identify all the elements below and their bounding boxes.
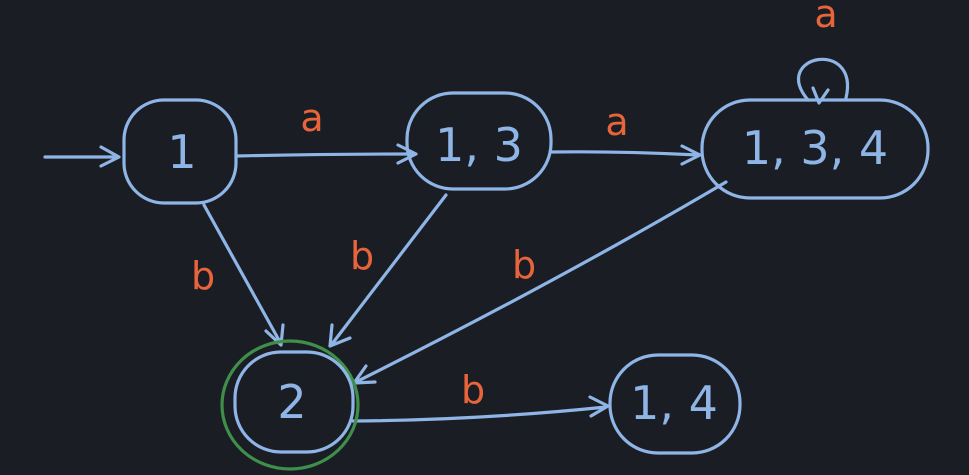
label-s13-to-s2: b [350, 234, 374, 278]
start-arrow [43, 145, 121, 168]
state-1: 1 [122, 98, 238, 205]
state-1-3-4-label: 1, 3, 4 [742, 121, 888, 175]
state-1-label: 1 [167, 125, 196, 179]
edge-s2-to-s14 [351, 395, 610, 423]
label-s1-to-s2: b [191, 254, 215, 298]
edge-s13-to-s2 [328, 193, 448, 348]
edge-labels: a a a b b b b [191, 0, 838, 412]
accept-ring [220, 339, 360, 471]
edges [43, 57, 850, 423]
state-1-3-label: 1, 3 [435, 118, 523, 172]
label-s1-to-s13: a [300, 96, 323, 140]
state-2-accepting: 2 [220, 339, 360, 471]
edge-s134-self-loop [797, 57, 850, 105]
edge-s1-to-s2 [202, 203, 285, 347]
label-s2-to-s14: b [461, 368, 485, 412]
label-s134-loop: a [814, 0, 837, 36]
state-1-3-4: 1, 3, 4 [700, 98, 930, 200]
edge-s13-to-s134 [548, 144, 702, 166]
state-1-4-label: 1, 4 [630, 376, 718, 430]
state-2-label: 2 [277, 375, 306, 429]
state-1-4: 1, 4 [608, 353, 742, 455]
state-1-3: 1, 3 [405, 91, 553, 191]
label-s134-to-s2: b [512, 243, 536, 287]
edge-s134-to-s2 [352, 180, 728, 385]
edge-s1-to-s13 [234, 143, 418, 165]
label-s13-to-s134: a [605, 100, 628, 144]
